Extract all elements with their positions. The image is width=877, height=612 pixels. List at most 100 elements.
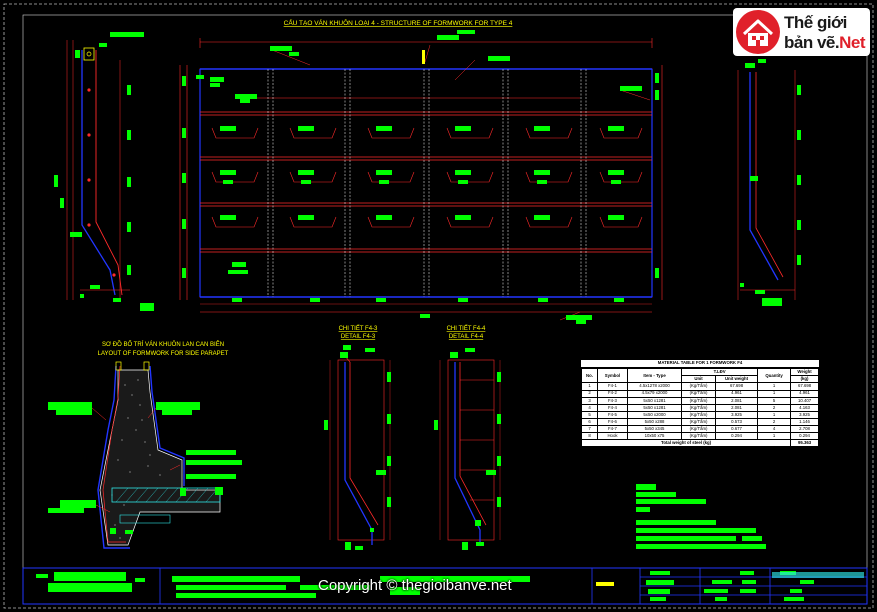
col-tldv: T.LĐV — [681, 368, 759, 377]
table-row: 1 F4-1 4.5x1278 x2000 (Kg/Tấm) 67.698 1 … — [580, 382, 819, 391]
material-table-subheader: Unit Unit weight (kg) — [582, 375, 819, 384]
cell-unit: (Kg/Tấm) — [681, 417, 716, 426]
material-table: MATERIAL TABLE FOR 1 FORMWORK F4 No. Sym… — [580, 359, 820, 449]
layout-title-vn: SƠ ĐỒ BỐ TRÍ VÁN KHUÔN LAN CAN BIÊN — [102, 340, 224, 348]
right-section — [737, 59, 801, 306]
cell-weight: 4.163 — [790, 403, 819, 412]
cell-unit: (Kg/Tấm) — [681, 431, 716, 441]
main-elevation — [179, 30, 663, 324]
table-row: 2 F4-2 4.5x79 x2000 (Kg/Tấm) 4.961 1 4.9… — [580, 389, 819, 398]
cell-no: 8 — [580, 431, 599, 441]
cell-qty: 2 — [757, 417, 792, 426]
brand-name-line2: bản vẽ.Net — [784, 33, 865, 52]
cell-unit-weight: 2.081 — [714, 403, 759, 412]
col-quantity: Quantity — [757, 368, 792, 384]
col-unit: Unit — [681, 375, 716, 384]
detail-a-title-vn: CHI TIẾT F4-3 — [339, 325, 378, 332]
cell-symbol: F4-5 — [597, 410, 628, 419]
cell-no: 3 — [580, 396, 599, 405]
cell-symbol: F4-4 — [597, 403, 628, 412]
cell-unit: (Kg/Tấm) — [681, 403, 716, 412]
col-item-type: Item - Type — [626, 368, 683, 384]
col-unit-weight: Unit weight — [714, 375, 759, 384]
cell-unit-weight: 0.573 — [714, 417, 759, 426]
cell-no: 7 — [580, 424, 599, 434]
cell-weight: 4.961 — [790, 389, 819, 398]
material-table-grid: No. Symbol Item - Type T.LĐV Quantity We… — [580, 368, 819, 448]
cell-weight: 0.294 — [790, 431, 819, 441]
cell-item: 4.5x79 x2000 — [626, 389, 683, 398]
cell-symbol: F4-3 — [597, 396, 628, 405]
col-no: No. — [580, 368, 599, 384]
cell-no: 1 — [580, 382, 599, 391]
cell-qty: 1 — [757, 431, 792, 441]
cell-unit-weight: 2.081 — [714, 396, 759, 405]
cell-qty: 1 — [757, 389, 792, 398]
cell-unit-weight: 0.294 — [714, 431, 759, 441]
material-table-header: No. Symbol Item - Type T.LĐV Quantity We… — [580, 368, 819, 384]
cell-item: 5x50 x1281 — [626, 403, 683, 412]
col-weight-unit: (kg) — [790, 375, 819, 384]
copyright-watermark: Copyright © thegioibanve.net — [318, 577, 512, 594]
cell-qty: 2 — [757, 403, 792, 412]
general-notes — [636, 484, 766, 549]
cell-symbol: F4-1 — [597, 382, 628, 391]
cell-weight: 10.407 — [790, 396, 819, 405]
left-section — [54, 32, 154, 311]
cell-qty: 1 — [757, 410, 792, 419]
cell-symbol: F4-7 — [597, 424, 628, 434]
detail-f4-3 — [324, 345, 391, 550]
cell-no: 2 — [580, 389, 599, 398]
cell-qty: 4 — [757, 424, 792, 434]
house-icon — [736, 10, 780, 54]
brand-net: Net — [839, 33, 865, 52]
cell-qty: 5 — [757, 396, 792, 405]
cell-item: 4.5x1278 x2000 — [626, 382, 683, 391]
cell-weight: 2.708 — [790, 424, 819, 434]
cell-unit: (Kg/Tấm) — [681, 410, 716, 419]
table-row: 3 F4-3 5x50 x1281 (Kg/Tấm) 2.081 5 10.40… — [580, 396, 819, 405]
cell-no: 5 — [580, 410, 599, 419]
cell-unit-weight: 0.677 — [714, 424, 759, 434]
material-table-title: MATERIAL TABLE FOR 1 FORMWORK F4 — [581, 360, 819, 369]
col-weight: Weight — [790, 368, 819, 377]
cell-unit-weight: 3.925 — [714, 410, 759, 419]
cell-item: 5x50 x1281 — [626, 396, 683, 405]
cell-unit-weight: 4.961 — [714, 389, 759, 398]
title-block — [22, 567, 868, 605]
cell-no: 6 — [580, 417, 599, 426]
col-symbol: Symbol — [597, 368, 628, 384]
cell-qty: 1 — [757, 382, 792, 391]
cell-symbol: F4-2 — [597, 389, 628, 398]
cell-symbol: F4-6 — [597, 417, 628, 426]
total-label: Total weight of steel (kg) — [580, 439, 792, 448]
cell-unit: (Kg/Tấm) — [681, 396, 716, 405]
sheet-border — [3, 3, 874, 609]
layout-title-en: LAYOUT OF FORMWORK FOR SIDE PARAPET — [98, 351, 229, 357]
cell-unit-weight: 67.698 — [714, 382, 759, 391]
total-value: 95.363 — [790, 439, 819, 448]
total-row: Total weight of steel (kg) 95.363 — [580, 439, 819, 448]
cell-no: 4 — [580, 403, 599, 412]
table-row: 4 F4-4 5x50 x1281 (Kg/Tấm) 2.081 2 4.163 — [580, 403, 819, 412]
cell-item: 5x50 x2000 — [626, 410, 683, 419]
parapet-layout — [48, 361, 242, 549]
cell-unit: (Kg/Tấm) — [681, 382, 716, 391]
cell-symbol: Hook — [597, 431, 628, 441]
table-row: 8 Hook 10x50 x75 (Kg/Tấm) 0.294 1 0.294 — [580, 431, 819, 441]
table-row: 6 F4-6 5x50 x288 (Kg/Tấm) 0.573 2 1.146 — [580, 417, 819, 426]
detail-f4-4 — [434, 348, 501, 550]
cell-item: 10x50 x75 — [626, 431, 683, 441]
detail-a-title-en: DETAIL F4-3 — [341, 334, 376, 340]
detail-b-title-vn: CHI TIẾT F4-4 — [447, 325, 486, 332]
cell-weight: 1.146 — [790, 417, 819, 426]
cell-weight: 67.698 — [790, 382, 819, 391]
cell-weight: 3.925 — [790, 410, 819, 419]
brand-logo[interactable]: Thế giới bản vẽ.Net — [733, 8, 870, 56]
cell-item: 5x50 x345 — [626, 424, 683, 434]
cell-item: 5x50 x288 — [626, 417, 683, 426]
cell-unit: (Kg/Tấm) — [681, 389, 716, 398]
main-title: CẤU TẠO VÁN KHUÔN LOẠI 4 - STRUCTURE OF … — [284, 17, 513, 27]
table-row: 5 F4-5 5x50 x2000 (Kg/Tấm) 3.925 1 3.925 — [580, 410, 819, 419]
